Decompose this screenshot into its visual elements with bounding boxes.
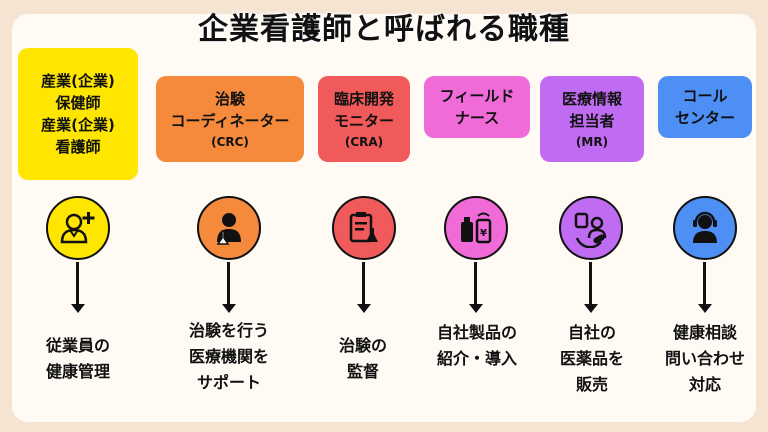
desc-line: 問い合わせ	[664, 349, 745, 368]
page-title: 企業看護師と呼ばれる職種	[198, 12, 570, 47]
label-box-field-nurse: フィールド ナース	[424, 76, 530, 138]
desc-line: 医薬品を	[559, 349, 624, 368]
arrow-down-icon	[222, 262, 236, 314]
label-line: 臨床開発	[333, 90, 394, 108]
label-line: ナース	[454, 109, 500, 127]
label-line: 看護師	[55, 138, 101, 156]
label-line: モニター	[333, 112, 394, 130]
desc-line: 対応	[688, 375, 721, 394]
desc-line: 自社製品の	[436, 323, 517, 342]
arrow-down-icon	[469, 262, 483, 314]
label-line: コーディネーター	[170, 112, 290, 130]
svg-text:¥: ¥	[480, 228, 487, 239]
desc-line: 健康管理	[45, 362, 110, 381]
arrow-down-icon	[71, 262, 85, 314]
description-mr: 自社の 医薬品を 販売	[536, 320, 648, 398]
label-abbreviation: (MR)	[575, 135, 609, 149]
desc-line: 医療機関を	[188, 347, 269, 366]
desc-line: 健康相談	[672, 323, 737, 342]
label-line: センター	[674, 109, 735, 127]
label-line: 医療情報	[561, 90, 622, 108]
column-call-center: コール センター 健康相談 問い合わせ 対応	[650, 0, 760, 432]
desc-line: 従業員の	[45, 336, 110, 355]
column-sangyo: 産業(企業) 保健師 産業(企業) 看護師 従業員の 健康管理	[16, 0, 140, 432]
description-field-nurse: 自社製品の 紹介・導入	[418, 320, 536, 372]
arrow-down-icon	[698, 262, 712, 314]
medicine-person-icon	[559, 196, 623, 260]
desc-line: 治験の	[338, 336, 387, 355]
label-line: 産業(企業)	[41, 116, 115, 134]
description-call-center: 健康相談 問い合わせ 対応	[650, 320, 760, 398]
nurse-plus-icon	[46, 196, 110, 260]
desc-line: 自社の	[567, 323, 616, 342]
arrow-down-icon	[584, 262, 598, 314]
description-sangyo: 従業員の 健康管理	[16, 333, 140, 385]
label-line: 治験	[214, 90, 245, 108]
description-crc: 治験を行う 医療機関を サポート	[150, 318, 308, 396]
label-box-crc: 治験 コーディネーター (CRC)	[156, 76, 304, 162]
products-phone-icon: ¥	[444, 196, 508, 260]
label-abbreviation: (CRA)	[344, 135, 384, 149]
column-mr: 医療情報 担当者 (MR) 自社の 医薬品を 販売	[536, 0, 648, 432]
headset-operator-icon	[673, 196, 737, 260]
label-box-call-center: コール センター	[658, 76, 752, 138]
description-cra: 治験の 監督	[312, 333, 414, 385]
label-box-mr: 医療情報 担当者 (MR)	[540, 76, 644, 162]
desc-line: 監督	[346, 362, 379, 381]
label-line: 産業(企業)	[41, 72, 115, 90]
desc-line: 紹介・導入	[436, 349, 517, 368]
desc-line: 治験を行う	[188, 321, 269, 340]
label-box-sangyo: 産業(企業) 保健師 産業(企業) 看護師	[18, 48, 138, 180]
column-field-nurse: フィールド ナース ¥ 自社製品の 紹介・導入	[418, 0, 536, 432]
label-line: 保健師	[55, 94, 101, 112]
scientist-flask-icon	[197, 196, 261, 260]
column-cra: 臨床開発 モニター (CRA) 治験の 監督	[312, 0, 414, 432]
label-line: 担当者	[569, 112, 615, 130]
label-abbreviation: (CRC)	[211, 135, 249, 149]
label-line: フィールド	[439, 87, 515, 105]
label-box-cra: 臨床開発 モニター (CRA)	[318, 76, 410, 162]
desc-line: サポート	[196, 373, 261, 392]
column-crc: 治験 コーディネーター (CRC) 治験を行う 医療機関を サポート	[150, 0, 308, 432]
label-line: コール	[682, 87, 728, 105]
clipboard-flask-icon	[332, 196, 396, 260]
desc-line: 販売	[575, 375, 608, 394]
arrow-down-icon	[357, 262, 371, 314]
